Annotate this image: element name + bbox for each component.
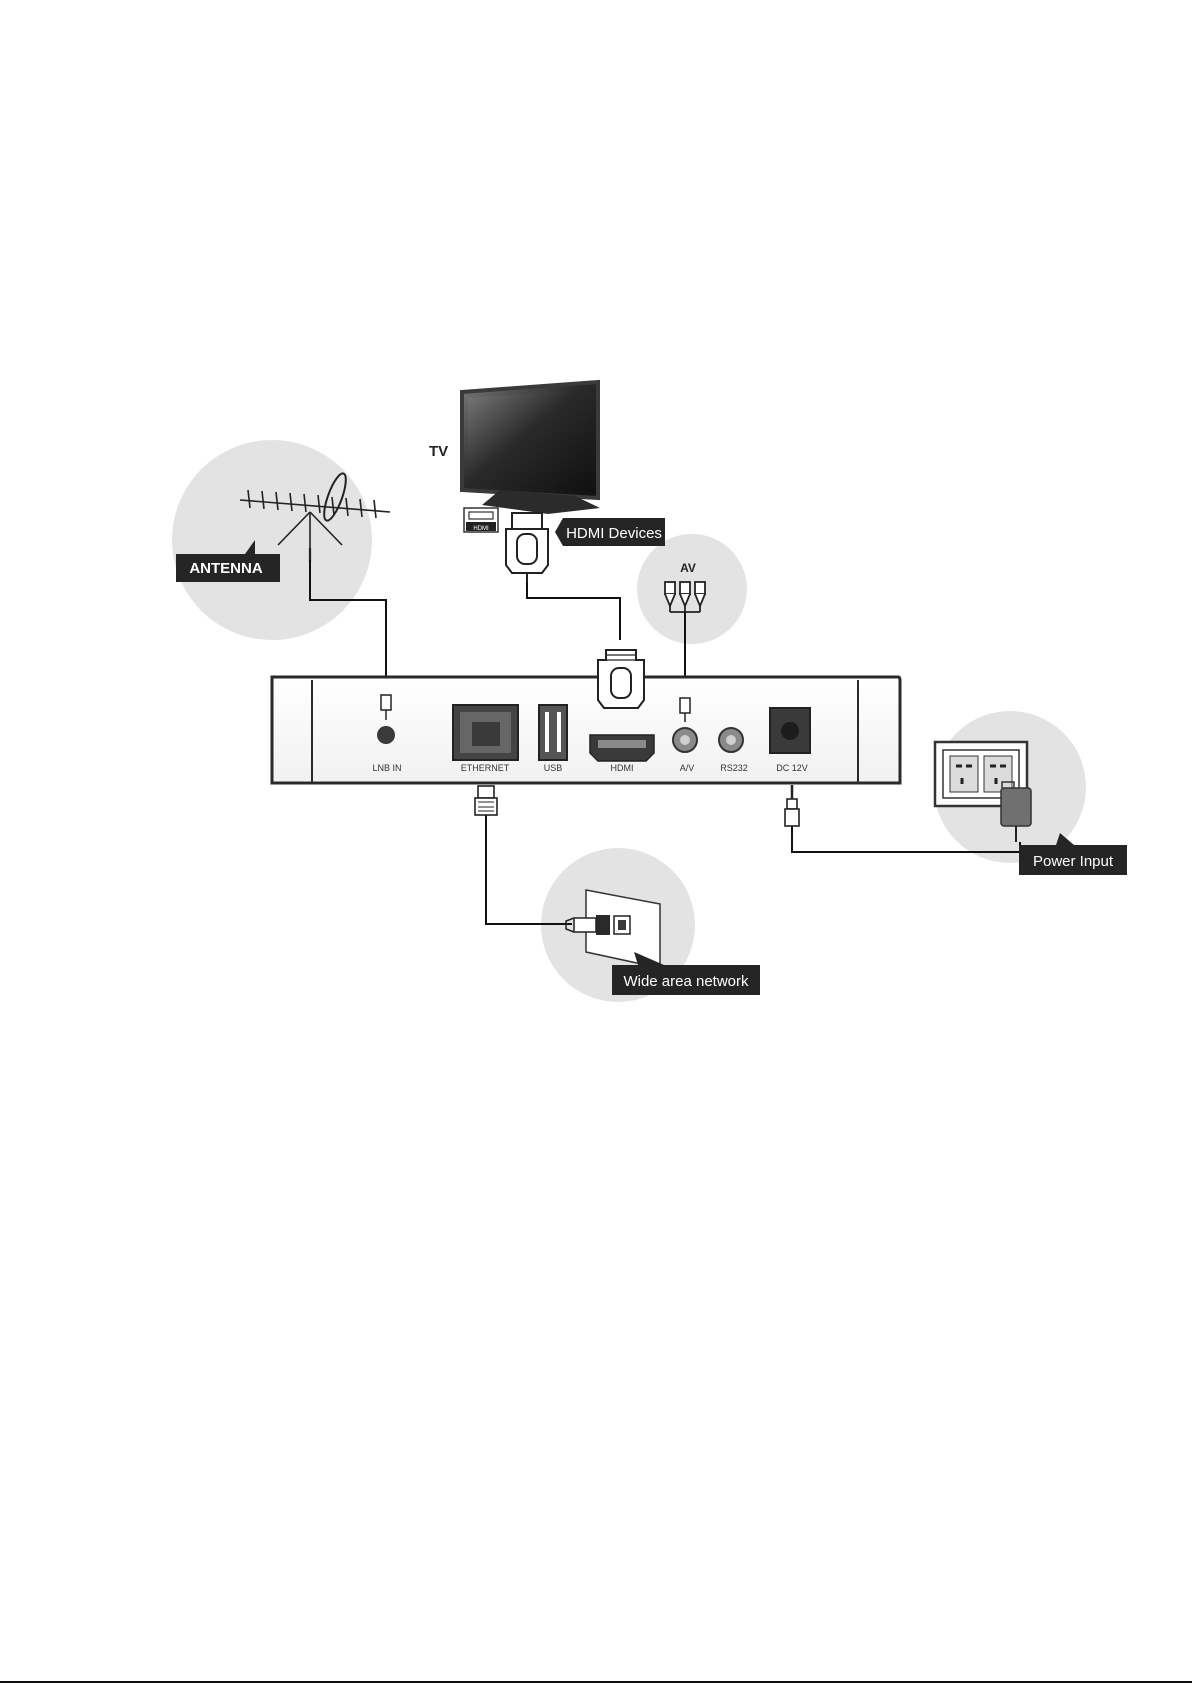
antenna-circle — [172, 440, 372, 640]
tv-icon — [462, 382, 600, 514]
hdmi-tag-label: HDMI — [473, 526, 489, 532]
hdmi-port — [590, 735, 654, 761]
ethernet-label: ETHERNET — [461, 763, 510, 773]
rs232-label: RS232 — [720, 763, 748, 773]
hdmi-connector-top-icon — [506, 513, 548, 583]
dc-plug-icon — [785, 785, 799, 826]
power-input-label: Power Input — [1033, 853, 1114, 870]
av-label: AV — [680, 561, 696, 575]
dc12v-label: DC 12V — [776, 763, 808, 773]
lnb-in-label: LNB IN — [372, 763, 401, 773]
hdmi-connector-bottom-icon — [598, 650, 644, 708]
rs232-port — [719, 728, 743, 752]
antenna-label: ANTENNA — [189, 560, 262, 577]
wide-area-network-label: Wide area network — [623, 973, 749, 990]
av-circle — [637, 534, 747, 644]
tv-label: TV — [429, 443, 448, 460]
hdmi-devices-label: HDMI Devices — [566, 525, 662, 542]
ethernet-port — [453, 705, 518, 760]
hdmi-port-label: HDMI — [611, 763, 634, 773]
dc12v-port — [770, 708, 810, 753]
usb-port — [539, 705, 567, 760]
av-port-label: A/V — [680, 763, 695, 773]
ethernet-plug-icon — [475, 786, 497, 815]
usb-label: USB — [544, 763, 563, 773]
bottom-rule — [0, 1681, 1192, 1683]
